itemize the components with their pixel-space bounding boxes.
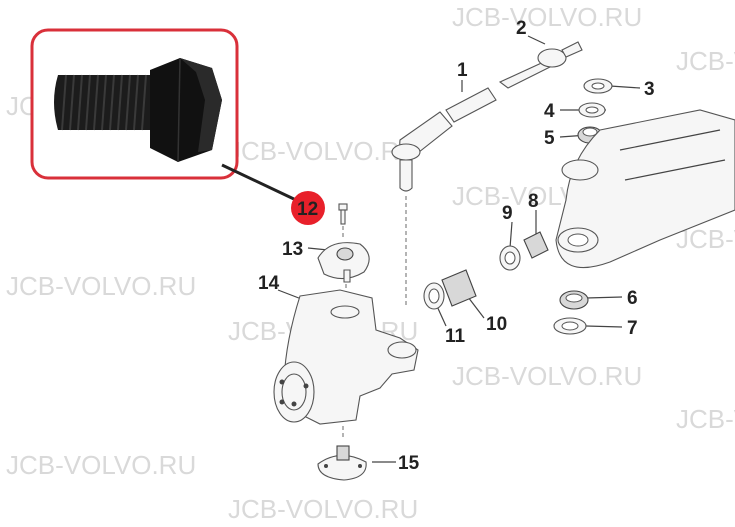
bolt-12 (338, 203, 348, 225)
king-pin-cap-13 (317, 242, 370, 283)
callout-labels: 1 2 3 4 5 6 7 8 9 10 11 12 13 14 15 (258, 18, 655, 474)
callout-6[interactable]: 6 (627, 288, 638, 309)
callout-12[interactable]: 12 (297, 199, 318, 220)
hex-bolt-photo-icon (54, 57, 222, 163)
callout-4[interactable]: 4 (544, 101, 555, 122)
callout-10[interactable]: 10 (486, 314, 507, 335)
inset-bolt-frame (30, 28, 297, 202)
watermark: JCB-VOLVO.RU (452, 2, 642, 32)
tie-rod (391, 87, 497, 192)
callout-1[interactable]: 1 (457, 60, 468, 81)
axle-housing (555, 109, 735, 269)
tie-rod-end (498, 41, 583, 89)
callout-3[interactable]: 3 (644, 79, 655, 100)
callout-2[interactable]: 2 (516, 18, 527, 39)
callout-8[interactable]: 8 (528, 191, 539, 212)
watermark: JCB-VOLVO.RU (6, 450, 196, 480)
watermark: JCB-VOLVO.RU (452, 361, 642, 391)
callout-9[interactable]: 9 (502, 203, 513, 224)
callout-14[interactable]: 14 (258, 273, 280, 294)
callout-7[interactable]: 7 (627, 318, 638, 339)
watermark: JCB-VOLVO.RU (676, 46, 735, 76)
steering-knuckle-14 (273, 289, 419, 425)
callout-12-highlight (291, 191, 325, 225)
watermark: JCB-VOLVO.RU (228, 494, 418, 524)
watermark: JCB-VOLVO.RU (6, 271, 196, 301)
parts-drawing (273, 41, 735, 481)
watermark: JCB-VOLVO.RU (676, 404, 735, 434)
callout-11[interactable]: 11 (445, 326, 466, 347)
callout-13[interactable]: 13 (282, 239, 303, 260)
bushing-8 (523, 231, 549, 259)
callout-5[interactable]: 5 (544, 128, 555, 149)
bushing-10 (441, 269, 477, 307)
lower-cap-15 (317, 445, 367, 481)
callout-15[interactable]: 15 (398, 453, 420, 474)
watermark: JCB-VOLVO.RU (228, 136, 418, 166)
